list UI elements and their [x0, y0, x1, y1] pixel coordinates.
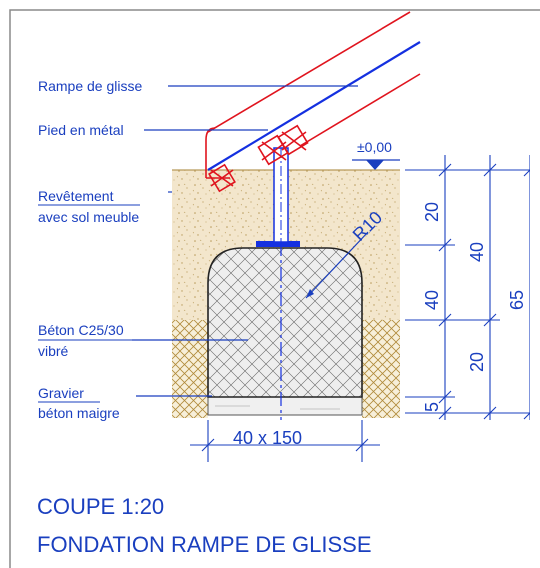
rail-red-top — [207, 11, 411, 133]
dim-20-top: 20 — [422, 202, 442, 222]
label-soil-line2: avec sol meuble — [38, 209, 139, 225]
label-foot: Pied en métal — [38, 122, 124, 138]
drawing-frame — [9, 9, 540, 568]
label-concrete-line1: Béton C25/30 — [38, 322, 124, 338]
rail-blue — [207, 41, 421, 171]
label-concrete-line2: vibré — [38, 343, 69, 359]
radius-leader — [305, 231, 369, 299]
concrete-foundation — [207, 247, 363, 398]
label-underlines — [38, 204, 140, 403]
dim-65: 65 — [507, 290, 527, 310]
dim-40-upper: 40 — [467, 242, 487, 262]
label-rail: Rampe de glisse — [38, 78, 142, 94]
title-line2: FONDATION RAMPE DE GLISSE — [37, 532, 372, 557]
label-soil-line1: Revêtement — [38, 188, 114, 204]
gravel-zone-left — [172, 320, 208, 418]
radius-arrow-icon — [306, 289, 314, 298]
dimension-tick-icon — [438, 163, 452, 420]
dimension-lines — [190, 155, 530, 462]
dim-40-lower: 40 — [422, 290, 442, 310]
level-text: ±0,00 — [357, 139, 392, 155]
gravel-zone-right — [362, 320, 400, 418]
label-gravel-line1: Gravier — [38, 385, 84, 401]
base-plate — [256, 241, 300, 247]
dim-20-bottom: 20 — [467, 352, 487, 372]
dim-5: 5 — [422, 402, 442, 412]
title-line1: COUPE 1:20 — [37, 494, 164, 519]
rail-brackets — [208, 124, 309, 193]
level-marker-icon — [366, 160, 384, 170]
label-gravel-line2: béton maigre — [38, 405, 120, 421]
rail-red-bottom — [299, 73, 421, 147]
dim-width: 40 x 150 — [233, 428, 302, 448]
leader-lines — [132, 85, 358, 397]
